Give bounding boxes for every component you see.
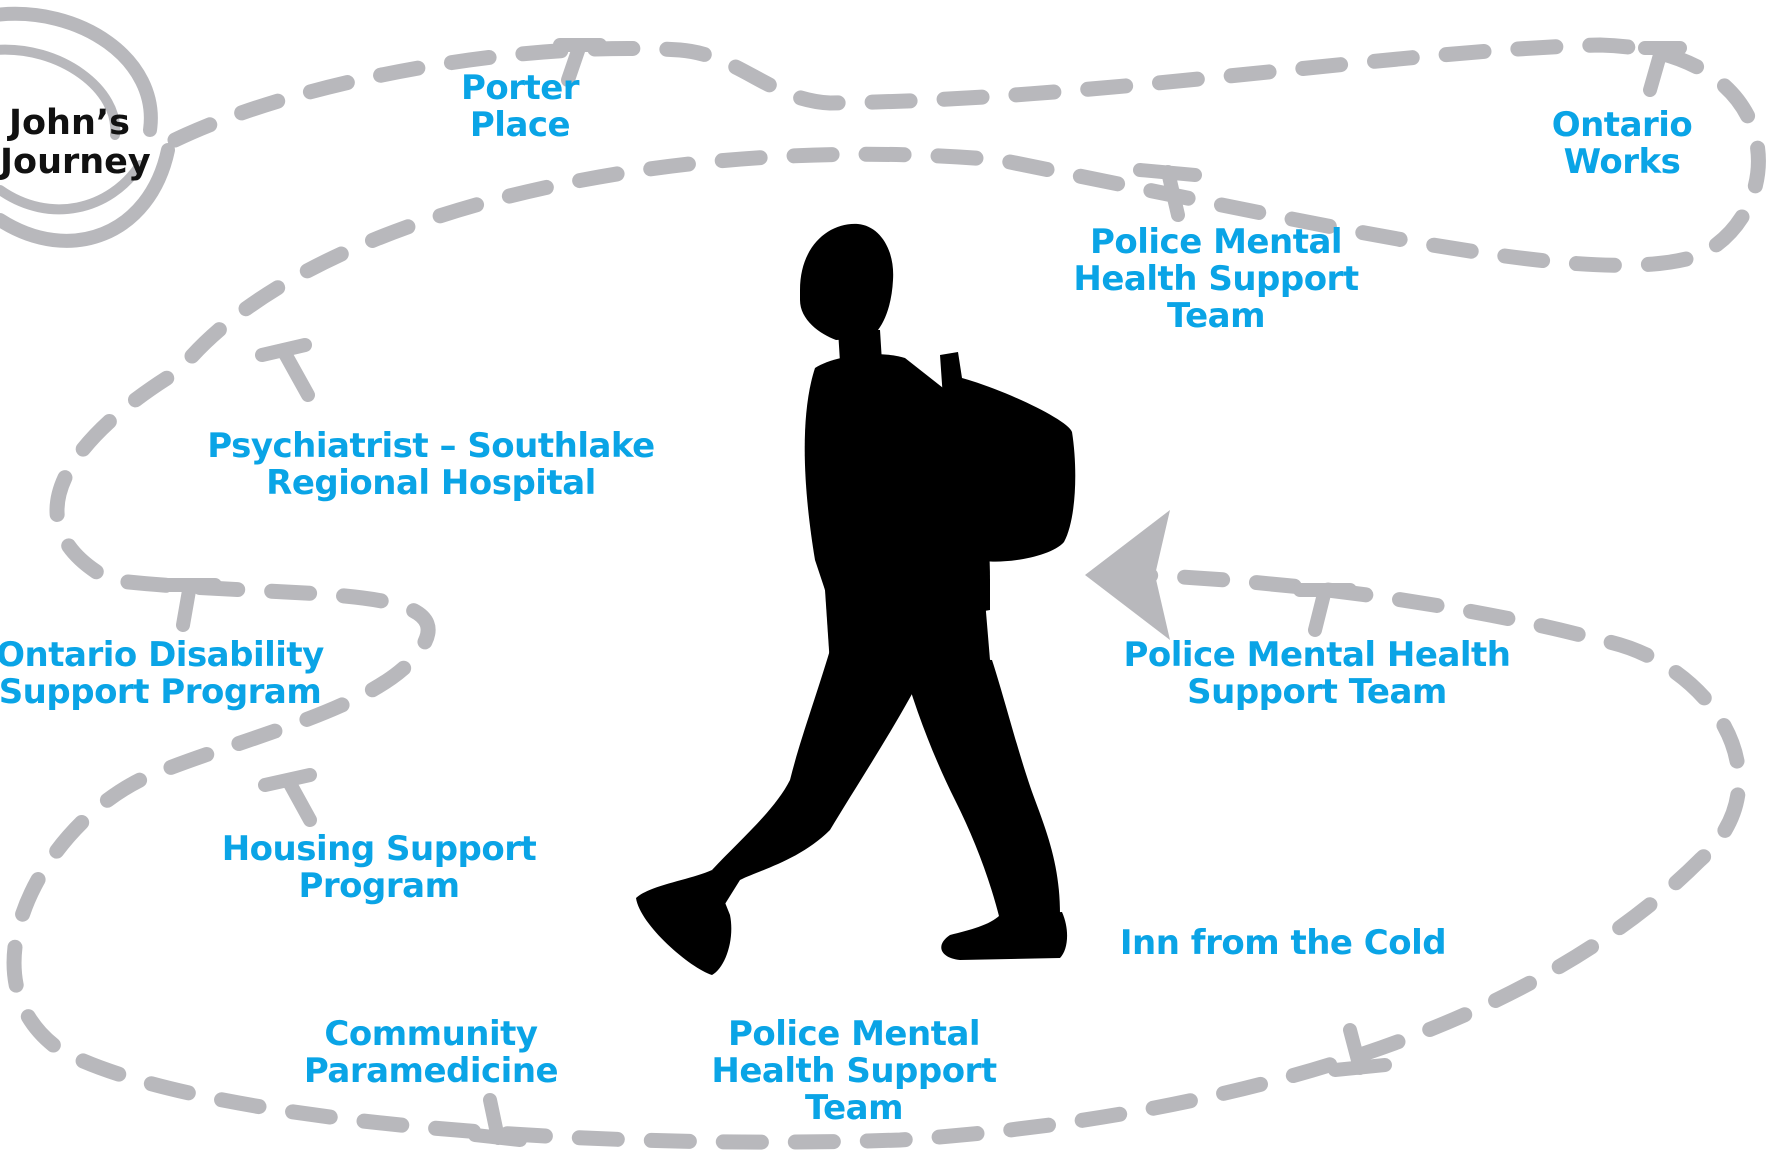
stop-police-mental-health-2: Police Mental Health Support Team	[1123, 635, 1512, 712]
tick-paramedicine	[468, 1093, 527, 1147]
stop-police-mental-health-1: Police Mental Health Support Team	[1073, 222, 1359, 336]
stop-ontario-works: Ontario Works	[1551, 105, 1693, 182]
stop-ontario-disability: Ontario Disability Support Program	[0, 635, 324, 712]
stop-psychiatrist-southlake: Psychiatrist – Southlake Regional Hospit…	[207, 426, 655, 503]
tick-psychiatrist	[255, 338, 315, 402]
journey-title: John’s Journey	[0, 103, 151, 182]
stop-housing-support: Housing Support Program	[221, 829, 537, 906]
arrowhead-icon	[1085, 510, 1170, 640]
tick-porter	[553, 38, 607, 87]
tick-ontario-works	[1638, 41, 1687, 97]
walking-person-silhouette-icon	[636, 223, 1076, 975]
stop-community-paramedicine: Community Paramedicine	[303, 1014, 559, 1091]
stop-porter-place: Porter Place	[460, 68, 580, 145]
journey-path	[6, 37, 1766, 1150]
tick-police-2	[1293, 583, 1357, 637]
tick-inn	[1328, 1023, 1392, 1077]
tick-odsp	[158, 578, 222, 632]
path-tick-marks	[158, 38, 1687, 1147]
tick-police-1	[1133, 163, 1202, 222]
stop-inn-from-the-cold: Inn from the Cold	[1119, 923, 1447, 963]
stop-police-mental-health-3: Police Mental Health Support Team	[711, 1014, 997, 1128]
tick-housing	[258, 768, 317, 827]
journey-circle-logo-icon	[0, 6, 175, 248]
